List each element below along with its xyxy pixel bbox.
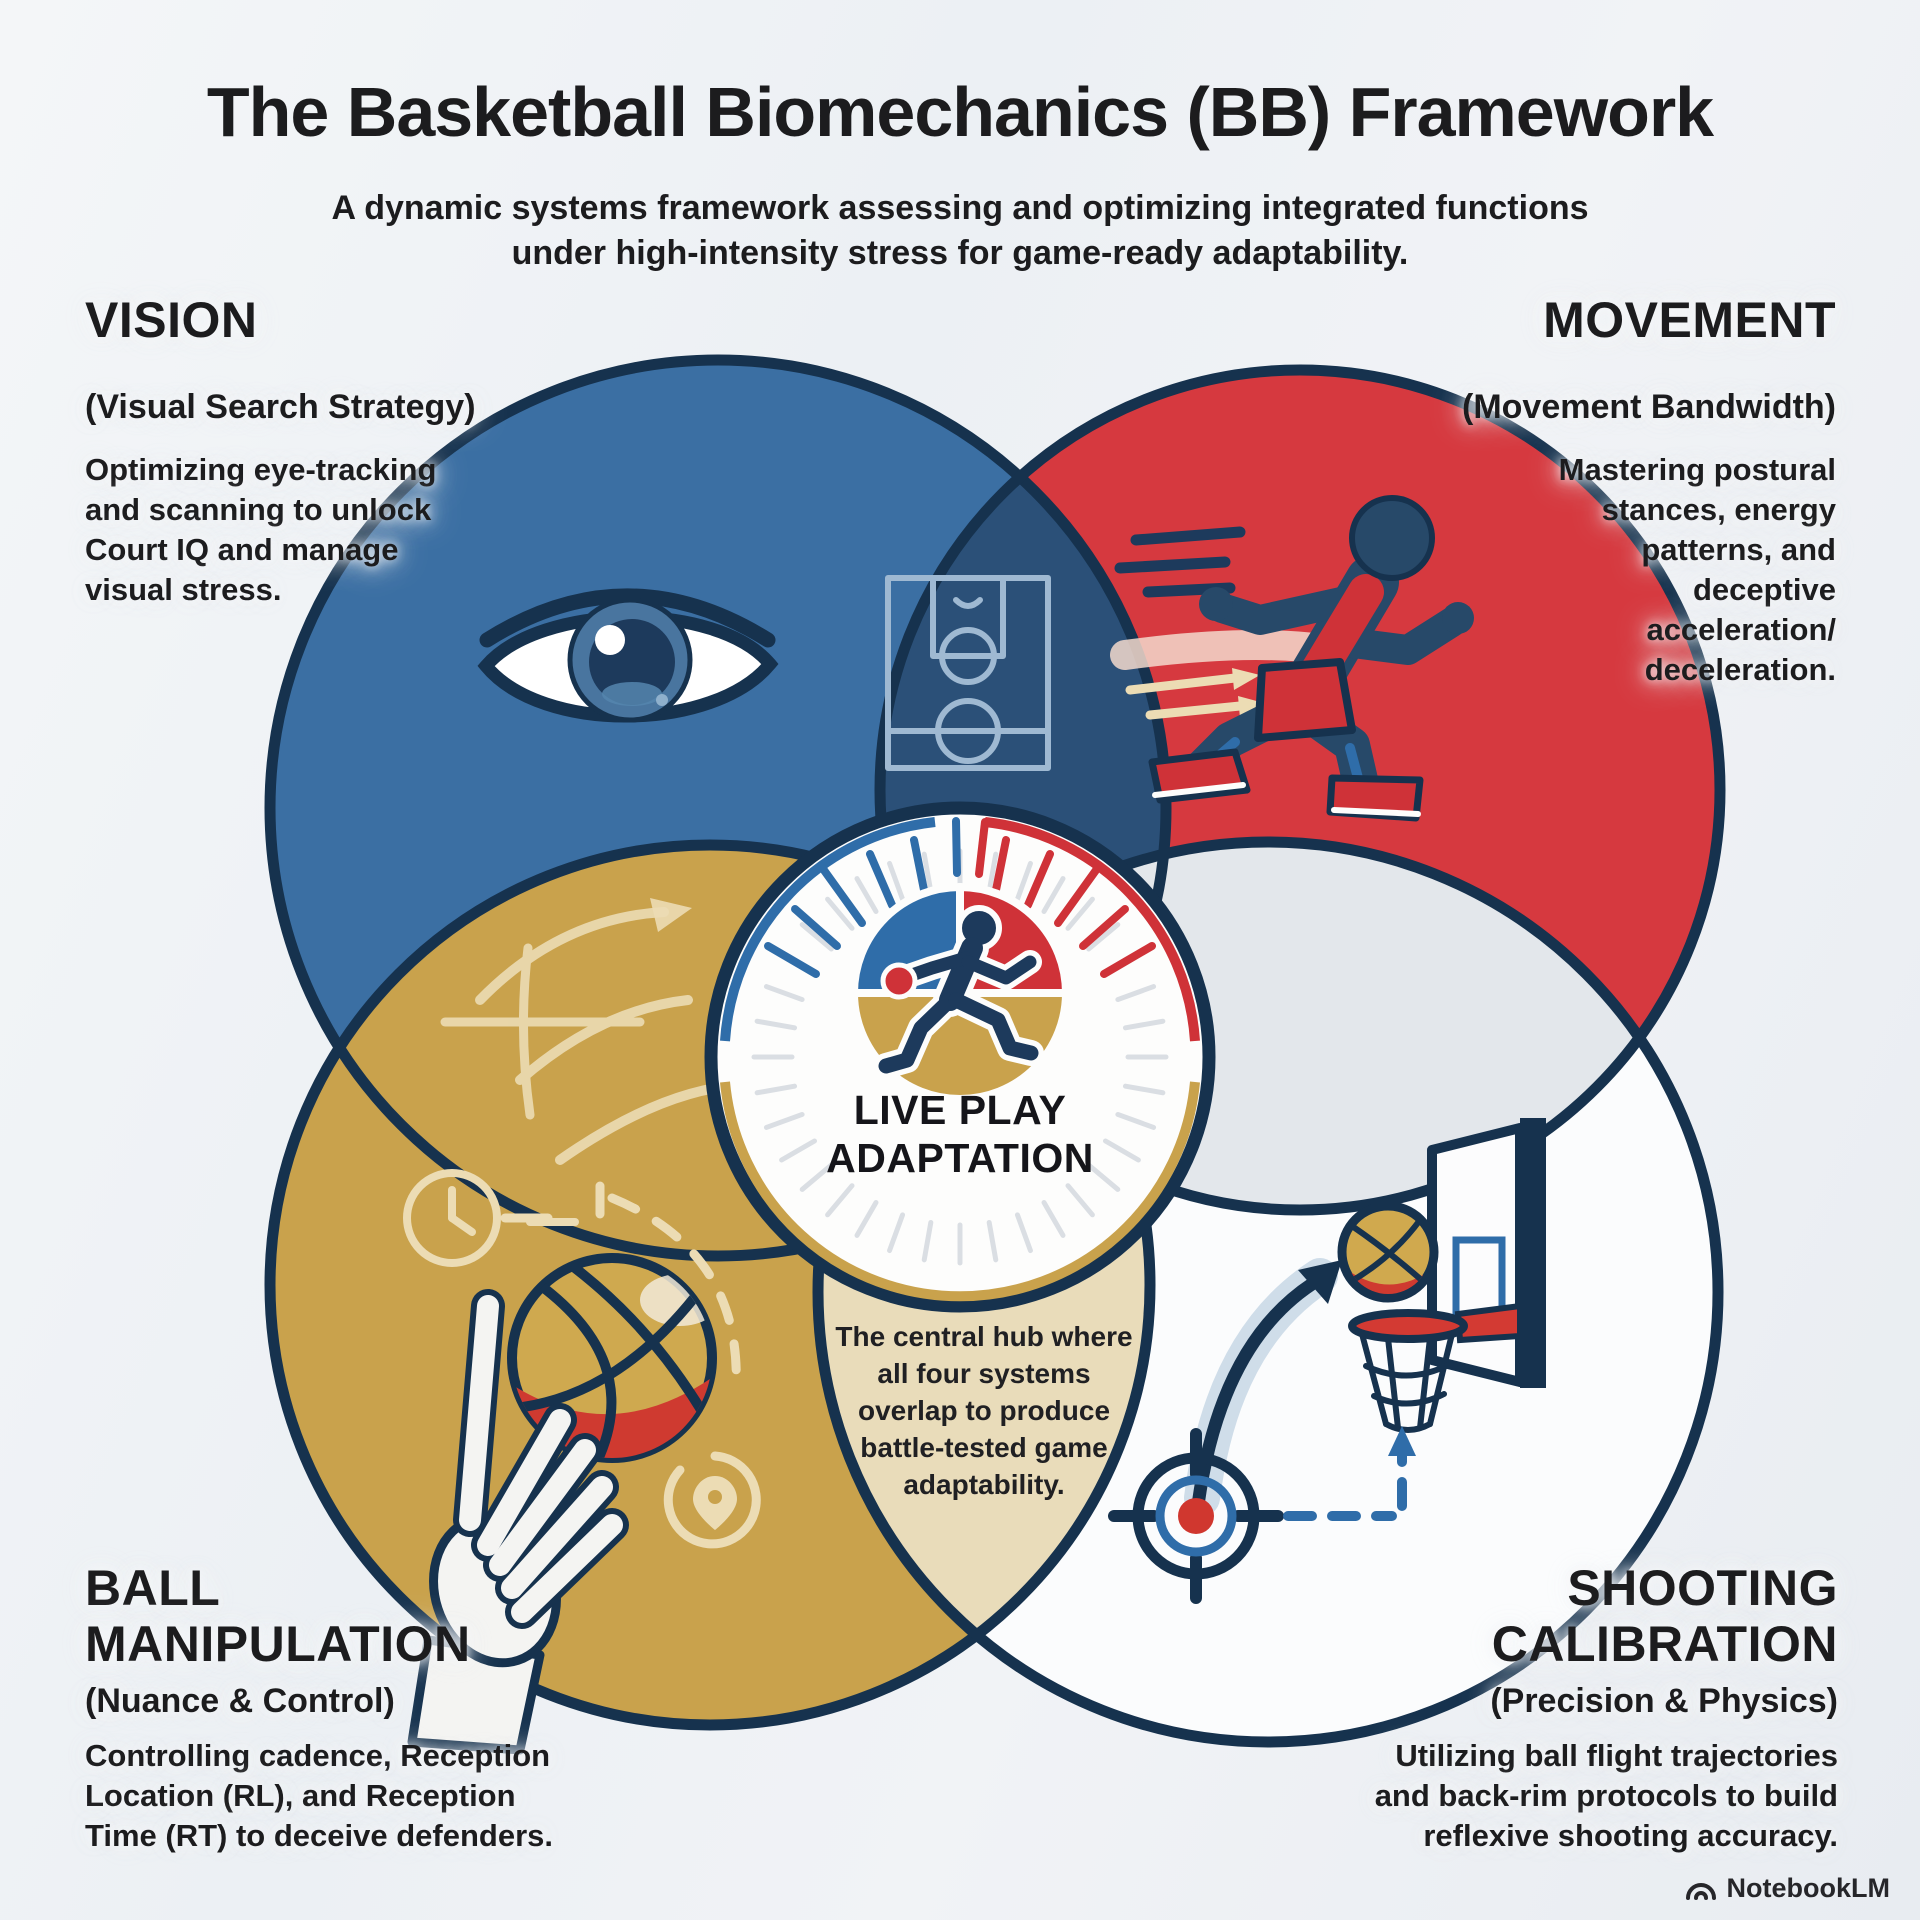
watermark: NotebookLM xyxy=(1684,1873,1890,1904)
ball-heading-line1: BALL xyxy=(85,1560,221,1616)
hub-color-band xyxy=(720,817,1200,1302)
speed-arrows xyxy=(1125,673,1245,720)
vision-subheading: (Visual Search Strategy) xyxy=(85,388,476,426)
page-subtitle: A dynamic systems framework assessing an… xyxy=(0,186,1920,276)
circle-outlines xyxy=(264,354,1726,1748)
ball-manipulation-section: BALL MANIPULATION (Nuance & Control) Con… xyxy=(85,1560,605,1856)
eye-icon xyxy=(477,588,779,723)
shooting-description: Utilizing ball flight trajectories and b… xyxy=(1374,1738,1838,1853)
movement-section: MOVEMENT (Movement Bandwidth) Mastering … xyxy=(1316,292,1836,690)
center-note: The central hub where all four systems o… xyxy=(835,1321,1133,1500)
movement-description: Mastering postural stances, energy patte… xyxy=(1558,452,1836,687)
vision-heading: VISION xyxy=(85,292,258,348)
movement-heading: MOVEMENT xyxy=(1543,292,1836,348)
radar-arcs-icon xyxy=(440,907,745,1165)
movement-subheading: (Movement Bandwidth) xyxy=(1462,388,1836,426)
hub-accent-ticks xyxy=(764,817,1156,978)
ball-heading-line2: MANIPULATION xyxy=(85,1616,471,1672)
net xyxy=(1359,1331,1455,1433)
shooting-calibration-section: SHOOTING CALIBRATION (Precision & Physic… xyxy=(1318,1560,1838,1856)
hub-label-line1: LIVE PLAY xyxy=(853,1087,1067,1133)
shooting-subheading: (Precision & Physics) xyxy=(1490,1682,1838,1720)
hub-label: LIVE PLAY ADAPTATION xyxy=(710,1086,1210,1182)
notebooklm-logo-icon xyxy=(1685,1882,1716,1900)
hand-with-basketball-icon xyxy=(407,1253,717,1755)
ball-subheading: (Nuance & Control) xyxy=(85,1682,395,1720)
hub-player-icon xyxy=(873,905,1044,1079)
location-pin-icon xyxy=(663,1451,761,1549)
ball-description: Controlling cadence, Reception Location … xyxy=(85,1738,553,1853)
hub xyxy=(704,801,1216,1313)
watermark-text: NotebookLM xyxy=(1726,1873,1890,1903)
sprinting-player-icon xyxy=(1110,495,1474,822)
target-icon xyxy=(1108,1428,1284,1604)
hub-label-line2: ADAPTATION xyxy=(826,1135,1094,1181)
clock-icon xyxy=(403,1169,579,1267)
dashed-path-arrow-icon xyxy=(1283,1426,1416,1521)
basketball-icon xyxy=(1337,1201,1439,1303)
vision-section: VISION (Visual Search Strategy) Optimizi… xyxy=(85,292,605,610)
hand xyxy=(407,1289,629,1755)
page-title: The Basketball Biomechanics (BB) Framewo… xyxy=(206,73,1714,151)
subtitle-line2: under high-intensity stress for game-rea… xyxy=(511,234,1409,272)
hoop-backboard-icon xyxy=(1348,1118,1546,1433)
subtitle-line1: A dynamic systems framework assessing an… xyxy=(331,189,1589,227)
vision-description: Optimizing eye-tracking and scanning to … xyxy=(85,452,437,607)
shooting-heading-line1: SHOOTING xyxy=(1567,1560,1838,1616)
shooting-heading-line2: CALIBRATION xyxy=(1491,1616,1838,1672)
half-court-icon xyxy=(885,575,1051,771)
